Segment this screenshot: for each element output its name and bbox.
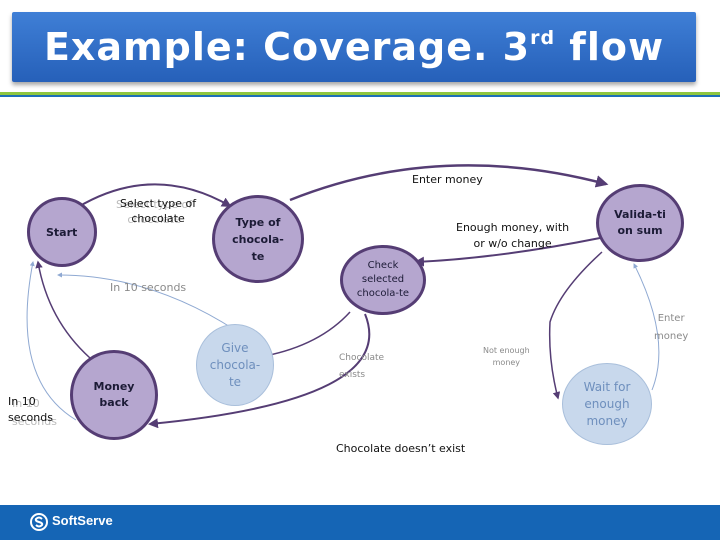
edge-validation-to-check	[414, 237, 601, 267]
state-validation-on-sum: Valida-ti on sum	[596, 184, 684, 262]
label-in-10-seconds-left-ghost: In 10 seconds	[12, 397, 57, 428]
softserve-logo-icon	[30, 513, 48, 531]
slide-title: Example: Coverage. 3rd flow	[43, 25, 665, 69]
edge-moneyback-to-start-inner	[35, 260, 91, 359]
edge-validation-to-wait	[548, 251, 603, 400]
blue-stripe	[0, 95, 720, 97]
edge-check-to-give	[263, 311, 351, 359]
label-enter-money-top: Enter money	[412, 173, 483, 186]
state-give-chocolate: Give chocola- te	[196, 324, 274, 406]
label-select-type: Select type of chocolate	[120, 197, 197, 225]
label-select-type-ghost: Select type of chocolate	[116, 198, 193, 226]
state-check-selected-chocolate: Check selected chocola-te	[340, 245, 426, 315]
label-chocolate-exists: Chocolate exists	[339, 353, 385, 380]
edge-check-to-moneyback	[148, 313, 371, 429]
edge-moneyback-to-start-outer	[26, 261, 77, 421]
footer-bar: SoftServe	[0, 505, 720, 540]
label-in-10-seconds-left: In 10 seconds	[8, 395, 53, 424]
title-bar: Example: Coverage. 3rd flow	[12, 12, 696, 82]
edge-start-to-type	[69, 183, 232, 213]
label-enter-money-right: Enter money	[654, 313, 689, 342]
label-in-10-seconds-mid: In 10 seconds	[110, 281, 187, 294]
softserve-logo-text: SoftServe	[52, 513, 113, 528]
edge-wait-to-validation	[633, 263, 660, 391]
state-wait-for-money: Wait for enough money	[562, 363, 652, 445]
label-chocolate-doesnt-exist: Chocolate doesn’t exist	[336, 442, 466, 455]
label-not-enough-money: Not enough money	[483, 346, 530, 367]
label-enough-money: Enough money, with or w/o change	[456, 221, 570, 250]
green-stripe	[0, 92, 720, 95]
state-money-back: Money back	[70, 350, 158, 440]
edge-type-to-validation	[289, 164, 609, 202]
state-type-of-chocolate: Type of chocola- te	[212, 195, 304, 283]
edge-give-to-start	[57, 272, 236, 331]
state-start: Start	[27, 197, 97, 267]
